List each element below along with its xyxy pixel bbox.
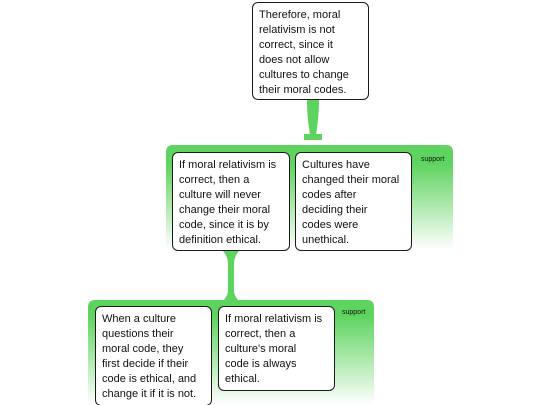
node-premise-2[interactable]: Cultures have changed their moral codes … [295,152,412,251]
node-premise-1[interactable]: If moral relativism is correct, then a c… [172,152,290,251]
node-conclusion[interactable]: Therefore, moral relativism is not corre… [252,2,369,100]
connector-premise-stem-foot [222,290,240,302]
connector-premise-stem-flare [222,250,240,266]
node-sub-premise-1[interactable]: When a culture questions their moral cod… [95,306,212,405]
support-label-upper: support [421,156,445,163]
connector-conclusion-stem [307,100,319,138]
connector-conclusion-stem-base [304,134,322,140]
node-sub-premise-2[interactable]: If moral relativism is correct, then a c… [218,306,335,391]
support-label-lower: support [342,309,366,316]
connector-premise-stem [228,250,234,302]
